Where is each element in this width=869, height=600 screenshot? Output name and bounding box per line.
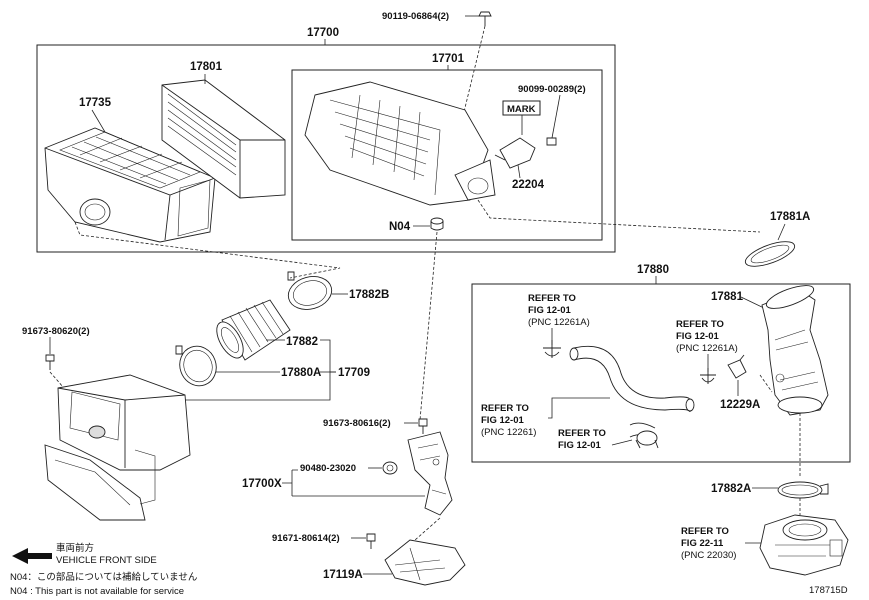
label-17700: 17700	[307, 27, 339, 39]
air-guide-17119a-icon	[384, 539, 466, 586]
figure-id: 178715D	[809, 585, 848, 596]
label-bolt-left: 91673-80620(2)	[22, 326, 90, 337]
vehicle-front-arrow-icon	[12, 548, 52, 564]
clamp-17880a-icon	[175, 345, 217, 387]
bolt-left-icon	[45, 354, 55, 370]
label-17882a: 17882A	[711, 483, 751, 495]
screw-icon	[546, 137, 557, 146]
label-bolt-top: 90119-06864(2)	[382, 11, 449, 22]
air-inlet-17881-icon	[761, 285, 829, 416]
label-bolt-mid: 91673-80616(2)	[323, 418, 391, 429]
assembly-box-17701	[291, 69, 603, 241]
hose-clip-upper-icon	[543, 340, 561, 358]
assembly-box-17700	[36, 44, 616, 253]
clip-refer2-icon	[700, 368, 716, 384]
label-17709: 17709	[338, 367, 370, 379]
refer2-line1: REFER TO	[676, 319, 724, 330]
label-screw-mark: 90099-00289(2)	[518, 84, 586, 95]
note-n04-jp: N04：この部品については補給していません	[10, 571, 197, 583]
assembly-box-17880	[471, 283, 851, 463]
refer4-line1: REFER TO	[558, 428, 606, 439]
refer4-line2: FIG 12-01	[558, 440, 601, 451]
clamp-17882b-icon	[287, 271, 333, 310]
label-17735: 17735	[79, 97, 112, 109]
refer5-line1: REFER TO	[681, 526, 729, 537]
ring-17881a-icon	[744, 241, 796, 267]
label-17881: 17881	[711, 291, 744, 303]
refer3-line1: REFER TO	[481, 403, 529, 414]
label-17880: 17880	[637, 264, 669, 276]
label-17881a: 17881A	[770, 211, 810, 223]
grommet-icon	[382, 461, 398, 475]
label-17700x: 17700X	[242, 478, 282, 490]
label-22204: 22204	[512, 179, 545, 191]
air-cleaner-cap-icon	[304, 81, 496, 206]
refer2-line2: FIG 12-01	[676, 331, 719, 342]
bolt-low-icon	[366, 533, 376, 549]
note-vehicle-front-en: VEHICLE FRONT SIDE	[56, 555, 157, 566]
refer2-line3: (PNC 12261A)	[676, 343, 738, 354]
throttle-body-icon	[759, 514, 849, 576]
air-cleaner-case-icon	[44, 127, 216, 243]
bolt-mid-icon	[418, 418, 428, 434]
refer3-line3: (PNC 12261)	[481, 427, 536, 438]
label-n04: N04	[389, 221, 411, 233]
label-17880a: 17880A	[281, 367, 321, 379]
label-grommet: 90480-23020	[300, 463, 356, 474]
label-17801: 17801	[190, 61, 223, 73]
air-filter-element-icon	[161, 79, 286, 199]
label-12229a: 12229A	[720, 399, 760, 411]
union-12229a-icon	[727, 354, 747, 379]
note-vehicle-front-jp: 車両前方	[56, 542, 94, 554]
grommet-n04-icon	[430, 217, 444, 231]
intake-hose-icon	[216, 299, 291, 361]
label-17119a: 17119A	[323, 569, 363, 581]
refer3-line2: FIG 12-01	[481, 415, 524, 426]
label-17882b: 17882B	[349, 289, 389, 301]
bracket-icon	[407, 431, 453, 516]
note-n04-en: N04 : This part is not available for ser…	[10, 586, 184, 597]
refer1-line2: FIG 12-01	[528, 305, 571, 316]
bolt-top-icon	[461, 11, 492, 121]
hose-clip-lower-icon	[635, 430, 659, 449]
refer1-line3: (PNC 12261A)	[528, 317, 590, 328]
hose-pipe-icon	[569, 345, 695, 439]
label-bolt-low: 91671-80614(2)	[272, 533, 340, 544]
label-mark: MARK	[507, 104, 536, 115]
mark-box	[502, 100, 541, 116]
label-17701: 17701	[432, 53, 465, 65]
refer5-line3: (PNC 22030)	[681, 550, 736, 561]
mass-air-flow-sensor-icon	[494, 137, 536, 169]
label-17882: 17882	[286, 336, 318, 348]
lower-case-icon	[44, 374, 191, 521]
refer5-line2: FIG 22-11	[681, 538, 724, 549]
refer1-line1: REFER TO	[528, 293, 576, 304]
clamp-17882a-icon	[777, 481, 829, 499]
